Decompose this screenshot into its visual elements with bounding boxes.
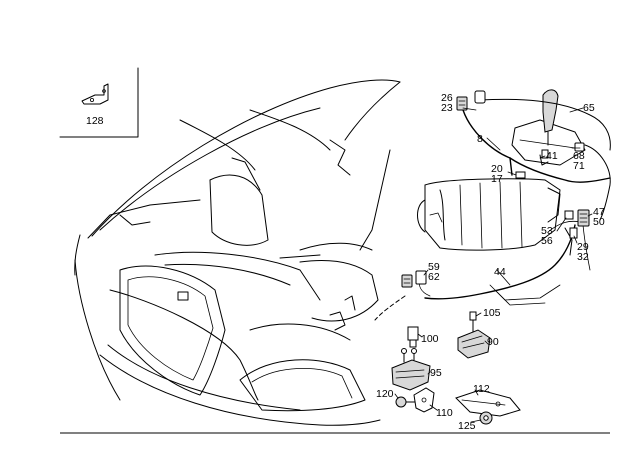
bracket-128-icon: [81, 83, 109, 105]
part-label-95: 95: [430, 367, 442, 379]
connector-68-71-icon: [574, 142, 585, 152]
part-label-53: 53: [541, 225, 553, 237]
nut-125-icon: [479, 411, 493, 425]
bracket-112-icon: [455, 389, 521, 417]
module-95-icon: [391, 348, 431, 391]
bracket-110-icon: [413, 387, 435, 413]
part-label-100: 100: [421, 333, 439, 345]
connector-26-23-icon: [456, 96, 468, 111]
part-label-44: 44: [494, 266, 506, 278]
part-label-56: 56: [541, 235, 553, 247]
switch-90-icon: [457, 325, 491, 359]
connector-29-32-icon: [569, 227, 578, 239]
part-label-47: 47: [593, 206, 605, 218]
connector-59-62-icon: [401, 270, 427, 288]
part-label-50: 50: [593, 216, 605, 228]
part-labels: 128 26 23 65 8 41 68 71 20 17 47 50 53 5…: [86, 92, 605, 432]
part-label-120: 120: [376, 388, 394, 400]
car-body-outline: [74, 79, 401, 426]
gear-shifter-icon: [511, 89, 586, 166]
part-label-90: 90: [487, 336, 499, 348]
part-label-128: 128: [86, 115, 104, 127]
connector-41-icon: [541, 149, 549, 159]
part-label-125: 125: [458, 420, 476, 432]
part-label-68: 68: [573, 150, 585, 162]
sensor-105-icon: [469, 311, 477, 327]
part-label-17: 17: [491, 173, 503, 185]
part-label-59: 59: [428, 261, 440, 273]
leader-lines: [394, 107, 593, 423]
part-label-8: 8: [477, 133, 483, 145]
transmission-icon: [417, 178, 561, 251]
wiring-harness: [374, 98, 611, 321]
part-label-110: 110: [436, 407, 453, 419]
connector-top-icon: [474, 90, 486, 104]
plug-100-icon: [407, 326, 419, 348]
connector-47-50-icon: [577, 209, 590, 227]
part-label-41: 41: [546, 150, 558, 162]
inset-frame: [59, 67, 139, 138]
connector-20-17-icon: [515, 171, 526, 179]
part-label-32: 32: [577, 251, 589, 263]
part-label-65: 65: [583, 102, 595, 114]
part-label-112: 112: [473, 383, 490, 395]
part-label-105: 105: [483, 307, 501, 319]
part-label-62: 62: [428, 271, 440, 283]
connector-53-56-icon: [564, 210, 574, 220]
part-label-20: 20: [491, 163, 503, 175]
part-label-23: 23: [441, 102, 453, 114]
part-label-29: 29: [577, 241, 589, 253]
part-label-26: 26: [441, 92, 453, 104]
part-label-71: 71: [573, 160, 585, 172]
